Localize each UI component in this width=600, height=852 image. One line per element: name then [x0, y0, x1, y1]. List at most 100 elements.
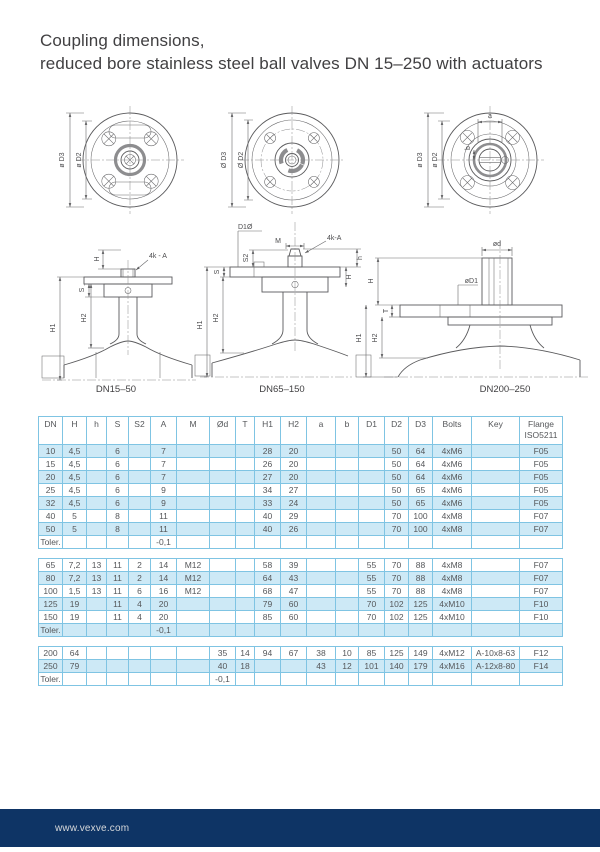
table-cell: 100	[38, 584, 63, 598]
dim-label-h1: H1	[50, 323, 57, 332]
table-cell	[471, 470, 520, 484]
dim-label-od1: øD1	[465, 278, 478, 285]
table-cell	[306, 522, 336, 536]
table-cell: F07	[519, 584, 563, 598]
bolt-label: 4k - A	[149, 253, 167, 260]
table-cell	[471, 558, 520, 572]
table-cell: 20	[150, 610, 177, 624]
table-cell	[235, 597, 255, 611]
table-row: Toler.-0,1	[38, 535, 563, 549]
table-cell	[128, 672, 151, 686]
table-cell: 85	[358, 646, 385, 660]
dim-label-d1: D1Ø	[238, 224, 253, 231]
table-cell	[306, 509, 336, 523]
table-cell: 4	[128, 610, 151, 624]
table-cell	[176, 672, 210, 686]
table-cell	[235, 444, 255, 458]
dim-label-s: S	[214, 269, 221, 274]
table-cell	[86, 483, 107, 497]
table-cell: 64	[408, 444, 433, 458]
table-cell	[235, 535, 255, 549]
table-cell: 4,5	[62, 483, 87, 497]
table-cell: 16	[150, 584, 177, 598]
table-cell	[306, 444, 336, 458]
table-cell	[306, 558, 336, 572]
table-cell: 32	[38, 496, 63, 510]
table-cell: -0,1	[150, 535, 177, 549]
table-cell	[335, 535, 359, 549]
table-cell: 60	[280, 610, 307, 624]
table-cell	[150, 672, 177, 686]
table-cell	[335, 623, 359, 637]
table-cell: 28	[254, 444, 281, 458]
table-cell	[235, 522, 255, 536]
table-cell: 70	[384, 584, 409, 598]
table-cell	[471, 597, 520, 611]
table-cell	[306, 623, 336, 637]
table-cell: 11	[106, 571, 129, 585]
table-cell: 7,2	[62, 558, 87, 572]
table-cell	[106, 646, 129, 660]
table-cell	[209, 623, 236, 637]
table-cell	[306, 672, 336, 686]
table-cell: 11	[106, 610, 129, 624]
table-cell	[150, 659, 177, 673]
table-cell: 19	[62, 597, 87, 611]
footer-url[interactable]: www.vexve.com	[55, 822, 130, 834]
table-cell	[471, 571, 520, 585]
table-cell	[335, 597, 359, 611]
table-cell	[235, 483, 255, 497]
table-cell	[235, 558, 255, 572]
table-cell: 20	[280, 470, 307, 484]
header-cell: h	[86, 416, 107, 445]
table-cell: 65	[408, 496, 433, 510]
table-cell	[176, 509, 210, 523]
table-cell: 149	[408, 646, 433, 660]
table-cell: 18	[235, 659, 255, 673]
table-cell	[471, 496, 520, 510]
table-cell: 38	[306, 646, 336, 660]
table-cell: 150	[38, 610, 63, 624]
table-cell	[358, 672, 385, 686]
table-cell	[254, 659, 281, 673]
table-cell	[86, 659, 107, 673]
table-cell: 100	[408, 522, 433, 536]
table-cell	[209, 457, 236, 471]
table-cell	[358, 496, 385, 510]
table-cell: 79	[254, 597, 281, 611]
header-cell: Ød	[209, 416, 236, 445]
table-cell: 29	[280, 509, 307, 523]
view-caption: DN200–250	[480, 384, 531, 395]
dim-label-h1: H1	[356, 333, 363, 342]
table-cell: 50	[384, 483, 409, 497]
table-cell	[432, 535, 472, 549]
table-cell	[471, 457, 520, 471]
table-cell	[408, 535, 433, 549]
table-cell: 4	[128, 597, 151, 611]
table-cell	[128, 457, 151, 471]
table-cell: 4xM6	[432, 457, 472, 471]
table-cell: 8	[106, 522, 129, 536]
table-cell: F05	[519, 483, 563, 497]
table-cell	[306, 496, 336, 510]
table-cell	[471, 535, 520, 549]
top-view-dn15-50: ø D3 ø D2	[59, 106, 184, 214]
table-cell	[335, 496, 359, 510]
table-cell: F10	[519, 597, 563, 611]
table-cell	[209, 470, 236, 484]
table-cell: F12	[519, 646, 563, 660]
header-cell: D1	[358, 416, 385, 445]
table-cell: 55	[358, 584, 385, 598]
table-cell: 88	[408, 584, 433, 598]
dim-label-h: H	[368, 278, 375, 283]
table-cell: 6	[128, 584, 151, 598]
table-cell	[335, 444, 359, 458]
dim-label-h2: H2	[372, 333, 379, 342]
table-cell	[128, 470, 151, 484]
table-cell: -0,1	[209, 672, 236, 686]
